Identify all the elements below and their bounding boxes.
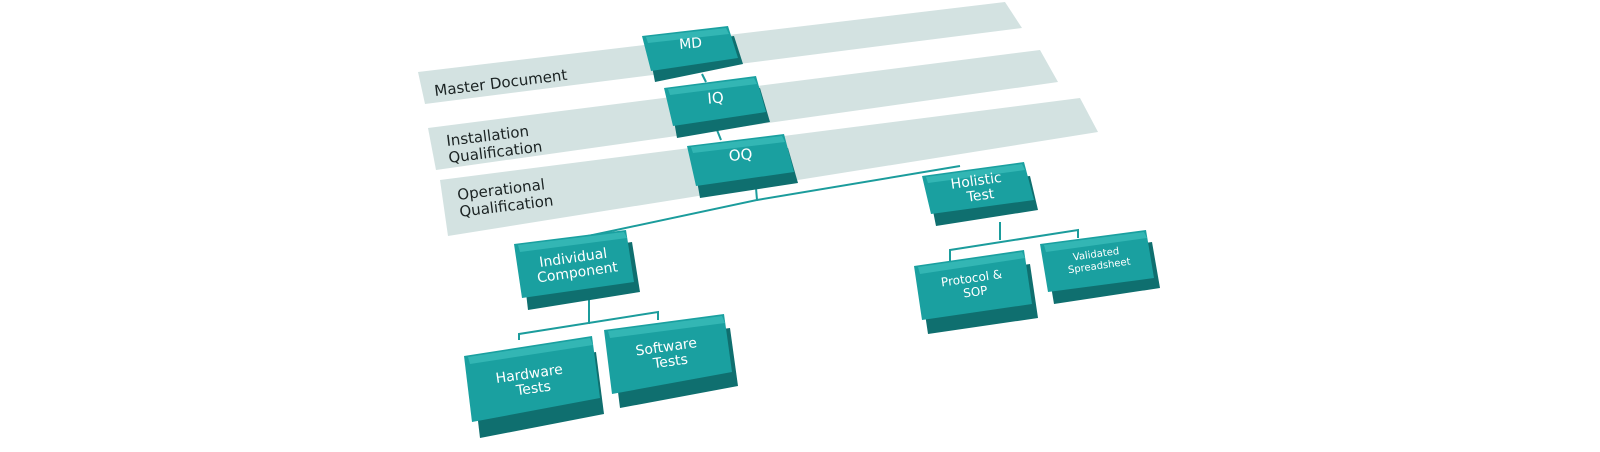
node-protocol-sop: Protocol & SOP: [914, 250, 1038, 334]
node-validated-spreadsheet: Validated Spreadsheet: [1040, 230, 1160, 304]
connector-md-iq: [701, 73, 707, 83]
node-holistic-test: Holistic Test: [922, 162, 1038, 226]
node-oq: OQ: [687, 134, 798, 198]
band-operational-qualification-label: Operational Qualification: [456, 175, 554, 221]
node-iq: IQ: [664, 76, 770, 138]
node-iq-label: IQ: [707, 88, 725, 107]
node-hardware-tests: Hardware Tests: [464, 336, 604, 438]
connector-holistic-branch: [949, 228, 1079, 262]
node-md: MD: [642, 26, 743, 82]
node-holistic-test-label: Holistic Test: [950, 169, 1009, 207]
node-software-tests: Software Tests: [604, 314, 738, 408]
connector-individual-branch: [518, 310, 659, 340]
connector-iq-oq: [716, 129, 722, 141]
connector-oq-holistic: [756, 165, 961, 201]
connectors: [518, 73, 1079, 340]
node-individual-component: Individual Component: [514, 230, 640, 310]
node-md-label: MD: [679, 35, 703, 53]
node-oq-label: OQ: [728, 145, 753, 165]
